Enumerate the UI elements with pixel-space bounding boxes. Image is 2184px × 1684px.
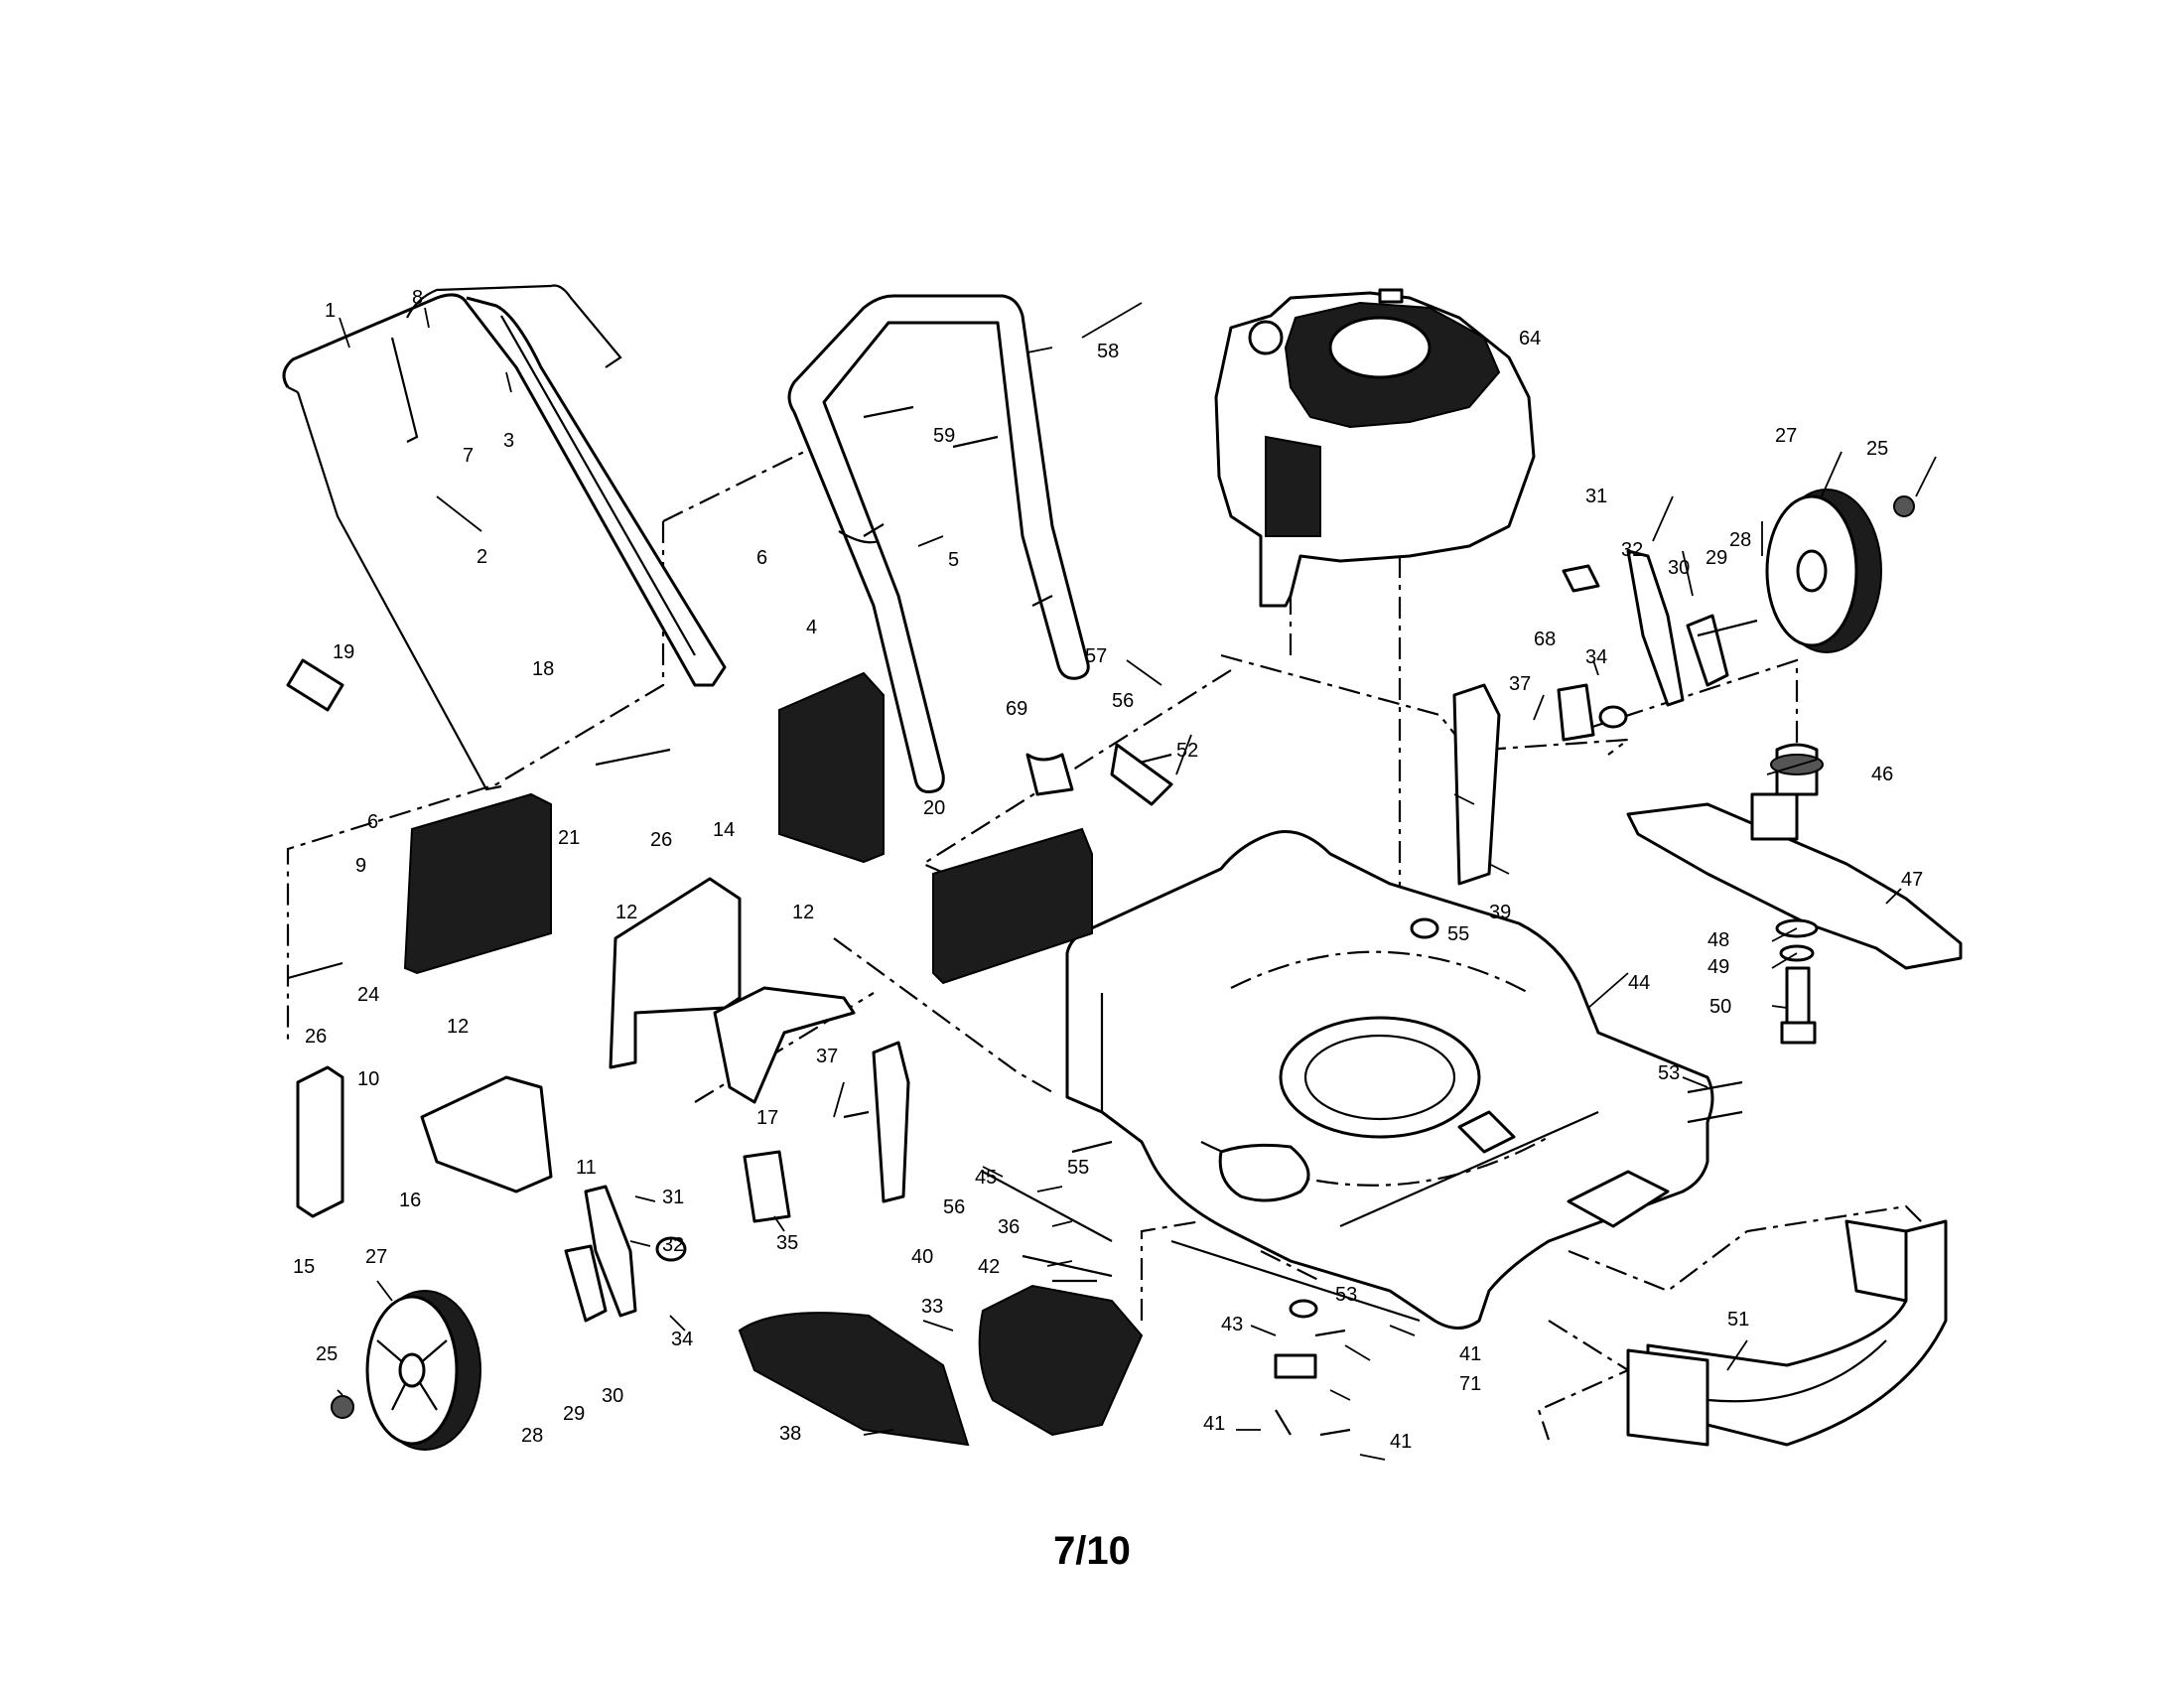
levers — [564, 549, 1729, 1323]
callout-41-a: 41 — [1459, 1343, 1481, 1365]
callout-41-b: 41 — [1203, 1413, 1225, 1435]
callout-59: 59 — [933, 425, 955, 447]
callout-53-right: 53 — [1658, 1062, 1680, 1084]
callout-55-upper: 55 — [1447, 923, 1469, 945]
callout-25-lower: 25 — [316, 1343, 338, 1365]
callout-43: 43 — [1221, 1314, 1243, 1335]
callout-58: 58 — [1097, 341, 1119, 362]
callout-42: 42 — [978, 1256, 1000, 1278]
callout-30-lower: 30 — [602, 1385, 623, 1407]
callout-6-lower: 6 — [367, 811, 378, 833]
callout-24: 24 — [357, 984, 379, 1006]
callout-34-upper: 34 — [1585, 646, 1607, 668]
callout-35: 35 — [776, 1232, 798, 1254]
callout-37-lower: 37 — [816, 1046, 838, 1067]
callout-40: 40 — [911, 1246, 933, 1268]
callout-18: 18 — [532, 658, 554, 680]
callout-29-upper: 29 — [1706, 547, 1727, 569]
callout-labels: 1 8 7 3 2 6 18 19 6 21 26 9 24 26 14 12 … — [293, 287, 1923, 1453]
callout-45: 45 — [975, 1167, 997, 1189]
callout-28-lower: 28 — [521, 1425, 543, 1447]
callout-37-upper: 37 — [1509, 673, 1531, 695]
callout-44: 44 — [1628, 972, 1650, 994]
callout-12-b: 12 — [792, 902, 814, 923]
callout-20: 20 — [923, 797, 945, 819]
callout-49: 49 — [1707, 956, 1729, 978]
callout-16: 16 — [399, 1190, 421, 1211]
callout-8: 8 — [412, 287, 423, 309]
lower-handle — [787, 294, 1090, 793]
callout-12-c: 12 — [447, 1016, 469, 1038]
hardware-bolts — [286, 405, 1758, 1437]
callout-7: 7 — [463, 445, 474, 467]
callout-69: 69 — [1006, 698, 1027, 720]
callout-25-upper: 25 — [1866, 438, 1888, 460]
upper-handle-assembly — [282, 284, 727, 791]
callout-17: 17 — [756, 1107, 778, 1129]
callout-6-upper: 6 — [756, 547, 767, 569]
engine — [1214, 288, 1536, 608]
blade-assembly — [1626, 743, 1963, 1045]
callout-48: 48 — [1707, 929, 1729, 951]
callout-51: 51 — [1727, 1309, 1749, 1331]
callout-26-lower: 26 — [305, 1026, 327, 1048]
callout-9: 9 — [355, 855, 366, 877]
callout-27-upper: 27 — [1775, 425, 1797, 447]
callout-50: 50 — [1709, 996, 1731, 1018]
mower-deck — [1065, 830, 1714, 1330]
callout-3: 3 — [503, 430, 514, 452]
callout-57: 57 — [1085, 645, 1107, 667]
callout-1: 1 — [325, 300, 336, 322]
callout-68: 68 — [1534, 629, 1556, 650]
callout-32-lower: 32 — [662, 1234, 684, 1256]
callout-14: 14 — [713, 819, 735, 841]
callout-64: 64 — [1519, 328, 1541, 350]
callout-31-lower: 31 — [662, 1187, 684, 1208]
callout-31-upper: 31 — [1585, 486, 1607, 507]
rear-flap-parts — [403, 671, 1093, 985]
callout-36: 36 — [998, 1216, 1020, 1238]
callout-29-lower: 29 — [563, 1403, 585, 1425]
callout-10: 10 — [357, 1068, 379, 1090]
callout-11: 11 — [576, 1157, 597, 1179]
discharge-covers — [738, 1284, 1144, 1447]
callout-27-lower: 27 — [365, 1246, 387, 1268]
callout-5: 5 — [948, 549, 959, 571]
callout-12-a: 12 — [615, 902, 637, 923]
callout-28-upper: 28 — [1729, 529, 1751, 551]
callout-34-lower: 34 — [671, 1329, 693, 1350]
lower-brackets — [296, 877, 856, 1218]
callout-39: 39 — [1489, 902, 1511, 923]
callout-leaders — [337, 302, 1937, 1461]
callout-38: 38 — [779, 1423, 801, 1445]
callout-47: 47 — [1901, 869, 1923, 891]
callout-33: 33 — [921, 1296, 943, 1318]
lower-front-wheel — [331, 1290, 481, 1451]
callout-21: 21 — [558, 827, 580, 849]
upper-rear-wheel — [1765, 489, 1915, 653]
callout-19: 19 — [333, 641, 354, 663]
callout-56-upper: 56 — [1112, 690, 1134, 712]
callout-15: 15 — [293, 1256, 315, 1278]
callout-71: 71 — [1459, 1373, 1481, 1395]
rear-baffle — [1626, 1219, 1948, 1447]
callout-46: 46 — [1871, 764, 1893, 785]
callout-2: 2 — [477, 546, 487, 568]
callout-56-lower: 56 — [943, 1196, 965, 1218]
callout-4: 4 — [806, 617, 817, 638]
callout-53-lower: 53 — [1335, 1284, 1357, 1306]
callout-41-c: 41 — [1390, 1431, 1412, 1453]
page-number: 7/10 — [1053, 1529, 1131, 1573]
height-adjust-brackets — [743, 683, 1595, 1223]
callout-32-upper: 32 — [1621, 539, 1643, 561]
callout-52: 52 — [1176, 740, 1198, 762]
callout-30-upper: 30 — [1668, 557, 1690, 579]
callout-26-upper: 26 — [650, 829, 672, 851]
callout-55-lower: 55 — [1067, 1157, 1089, 1179]
